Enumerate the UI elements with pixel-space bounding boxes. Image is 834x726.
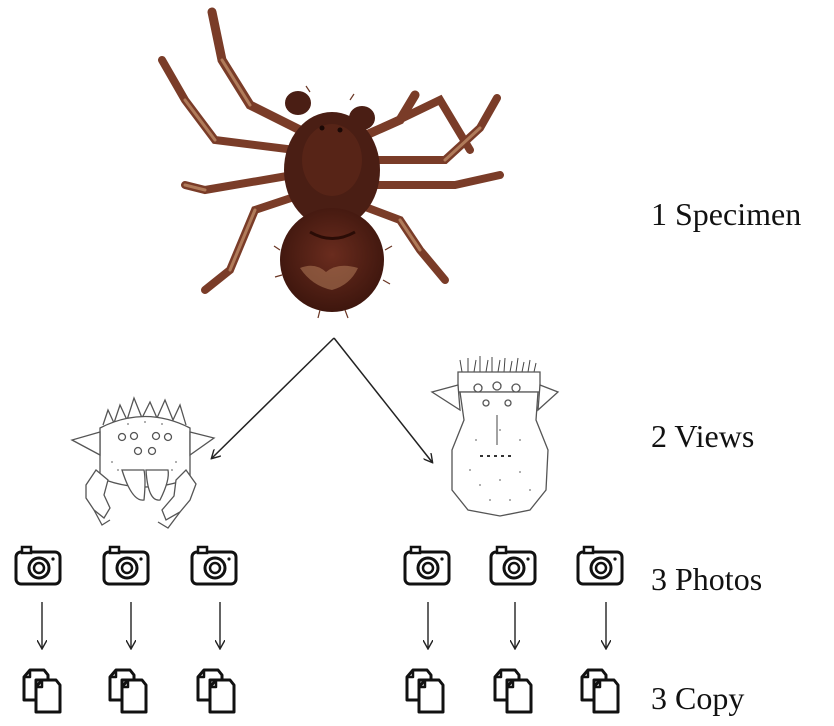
- copy-document-icon: [110, 670, 146, 712]
- spider-specimen-image: [162, 12, 500, 318]
- camera-icon: [578, 547, 622, 584]
- arrow-to-dorsal-view: [334, 338, 432, 462]
- copy-document-icon: [198, 670, 234, 712]
- arrow-to-frontal-view: [212, 338, 334, 458]
- copy-row: [24, 670, 618, 712]
- copy-document-icon: [582, 670, 618, 712]
- camera-icon: [16, 547, 60, 584]
- frontal-view-drawing: [72, 398, 214, 528]
- copy-document-icon: [495, 670, 531, 712]
- camera-icon: [405, 547, 449, 584]
- dorsal-view-drawing: [432, 356, 558, 516]
- label-views: 2 Views: [651, 418, 754, 455]
- label-specimen: 1 Specimen: [651, 196, 801, 233]
- camera-icon: [104, 547, 148, 584]
- label-photos: 3 Photos: [651, 561, 762, 598]
- photo-to-copy-arrows: [42, 602, 606, 648]
- label-copy: 3 Copy: [651, 680, 744, 717]
- camera-icon: [491, 547, 535, 584]
- copy-document-icon: [407, 670, 443, 712]
- copy-document-icon: [24, 670, 60, 712]
- camera-row: [16, 547, 622, 584]
- camera-icon: [192, 547, 236, 584]
- branch-arrows: [212, 338, 432, 462]
